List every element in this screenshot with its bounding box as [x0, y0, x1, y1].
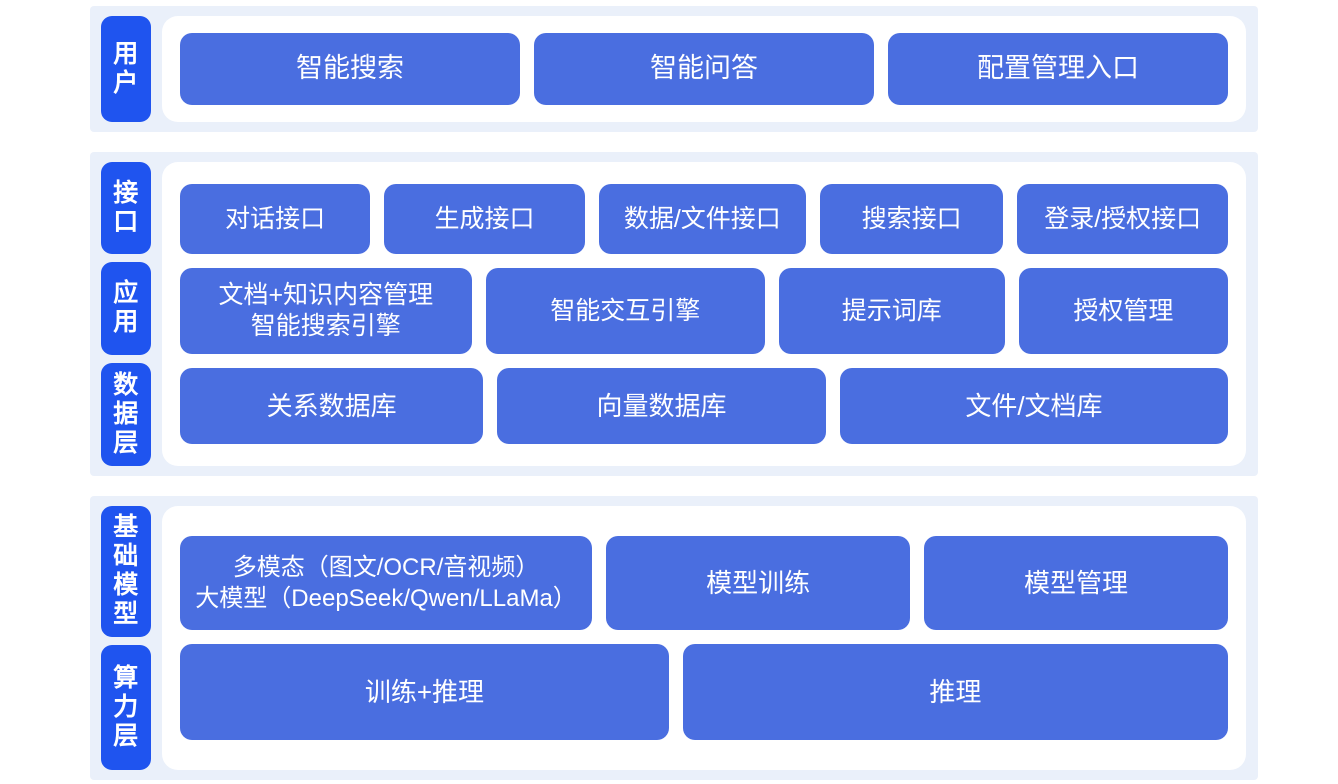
card-smart-search[interactable]: 智能搜索	[180, 33, 520, 105]
card-login-auth-api[interactable]: 登录/授权接口	[1017, 184, 1228, 254]
card-authorization-management[interactable]: 授权管理	[1018, 268, 1228, 354]
rail-tab-foundation-model-label: 基础模型	[113, 513, 139, 629]
card-vector-database[interactable]: 向量数据库	[497, 368, 826, 444]
card-relational-database[interactable]: 关系数据库	[180, 368, 484, 444]
rail-tab-interface-label: 接口	[113, 178, 139, 236]
rail-tab-user-label: 用户	[113, 40, 139, 97]
card-multimodal-large-model[interactable]: 多模态（图文/OCR/音视频） 大模型（DeepSeek/Qwen/LLaMa）	[180, 536, 593, 630]
card-model-management[interactable]: 模型管理	[924, 536, 1228, 630]
rail-tab-compute-layer-label: 算力层	[113, 663, 139, 750]
rail-user: 用户	[90, 6, 162, 132]
rail-bottom: 基础模型 算力层	[90, 496, 162, 780]
rail-tab-foundation-model[interactable]: 基础模型	[101, 506, 151, 637]
rail-tab-interface[interactable]: 接口	[101, 162, 151, 254]
rail-tab-compute-layer[interactable]: 算力层	[101, 644, 151, 770]
row-data: 关系数据库 向量数据库 文件/文档库	[180, 368, 1228, 444]
panel-user: 智能搜索 智能问答 配置管理入口	[162, 16, 1246, 122]
rail-tab-application[interactable]: 应用	[101, 261, 151, 356]
rail-tab-user[interactable]: 用户	[101, 16, 151, 122]
card-model-training[interactable]: 模型训练	[606, 536, 911, 630]
card-prompt-library[interactable]: 提示词库	[778, 268, 1005, 354]
section-bottom: 基础模型 算力层 多模态（图文/OCR/音视频） 大模型（DeepSeek/Qw…	[90, 496, 1258, 780]
panel-bottom: 多模态（图文/OCR/音视频） 大模型（DeepSeek/Qwen/LLaMa）…	[162, 506, 1246, 770]
rail-tab-data-layer[interactable]: 数据层	[101, 363, 151, 466]
row-application: 文档+知识内容管理 智能搜索引擎 智能交互引擎 提示词库 授权管理	[180, 268, 1228, 354]
row-user-entries: 智能搜索 智能问答 配置管理入口	[180, 33, 1228, 105]
row-compute: 训练+推理 推理	[180, 644, 1228, 740]
row-api: 对话接口 生成接口 数据/文件接口 搜索接口 登录/授权接口	[180, 184, 1228, 254]
rail-middle: 接口 应用 数据层	[90, 152, 162, 476]
card-data-file-api[interactable]: 数据/文件接口	[598, 184, 806, 254]
card-doc-knowledge-management[interactable]: 文档+知识内容管理 智能搜索引擎	[180, 268, 472, 354]
rail-tab-data-layer-label: 数据层	[113, 371, 139, 458]
card-inference[interactable]: 推理	[682, 644, 1228, 740]
panel-middle: 对话接口 生成接口 数据/文件接口 搜索接口 登录/授权接口 文档+知识内容管理…	[162, 162, 1246, 466]
card-config-management-entry[interactable]: 配置管理入口	[888, 33, 1228, 105]
card-file-document-store[interactable]: 文件/文档库	[839, 368, 1228, 444]
row-model: 多模态（图文/OCR/音视频） 大模型（DeepSeek/Qwen/LLaMa）…	[180, 536, 1228, 630]
section-user: 用户 智能搜索 智能问答 配置管理入口	[90, 6, 1258, 132]
rail-tab-application-label: 应用	[113, 279, 139, 337]
card-dialog-api[interactable]: 对话接口	[180, 184, 371, 254]
card-training-plus-inference[interactable]: 训练+推理	[180, 644, 669, 740]
section-middle: 接口 应用 数据层 对话接口 生成接口 数据/文件接口 搜索接口 登录/授权接口…	[90, 152, 1258, 476]
card-search-api[interactable]: 搜索接口	[819, 184, 1004, 254]
card-smart-qa[interactable]: 智能问答	[534, 33, 874, 105]
card-generation-api[interactable]: 生成接口	[384, 184, 585, 254]
card-smart-interaction-engine[interactable]: 智能交互引擎	[485, 268, 765, 354]
